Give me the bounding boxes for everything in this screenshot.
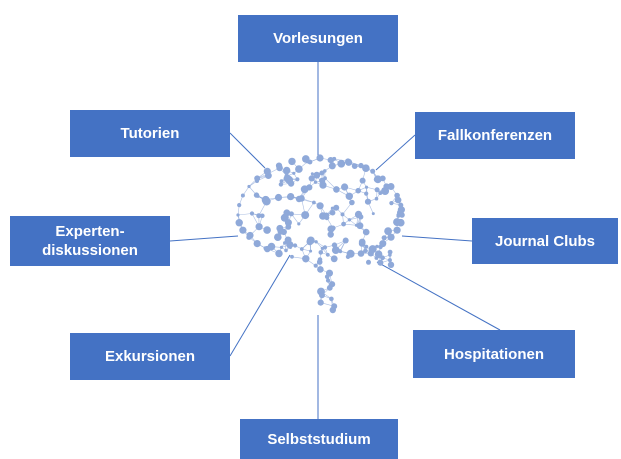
node-exkursionen: Exkursionen — [70, 333, 230, 380]
connector-experten — [169, 235, 239, 242]
connector-hospitationen — [376, 261, 501, 331]
node-journal-clubs: Journal Clubs — [472, 218, 618, 264]
connector-fallkonferenzen — [375, 134, 416, 171]
node-fallkonferenzen: Fallkonferenzen — [415, 112, 575, 159]
node-tutorien: Tutorien — [70, 110, 230, 157]
node-vorlesungen: Vorlesungen — [238, 15, 398, 62]
node-expertendiskussionen: Experten- diskussionen — [10, 216, 170, 266]
connector-journal — [401, 235, 473, 242]
node-selbststudium: Selbststudium — [240, 419, 398, 459]
node-hospitationen: Hospitationen — [413, 330, 575, 378]
connector-exkursionen — [229, 254, 291, 357]
brain-network-nodes — [235, 154, 405, 314]
connector-tutorien — [229, 132, 266, 169]
